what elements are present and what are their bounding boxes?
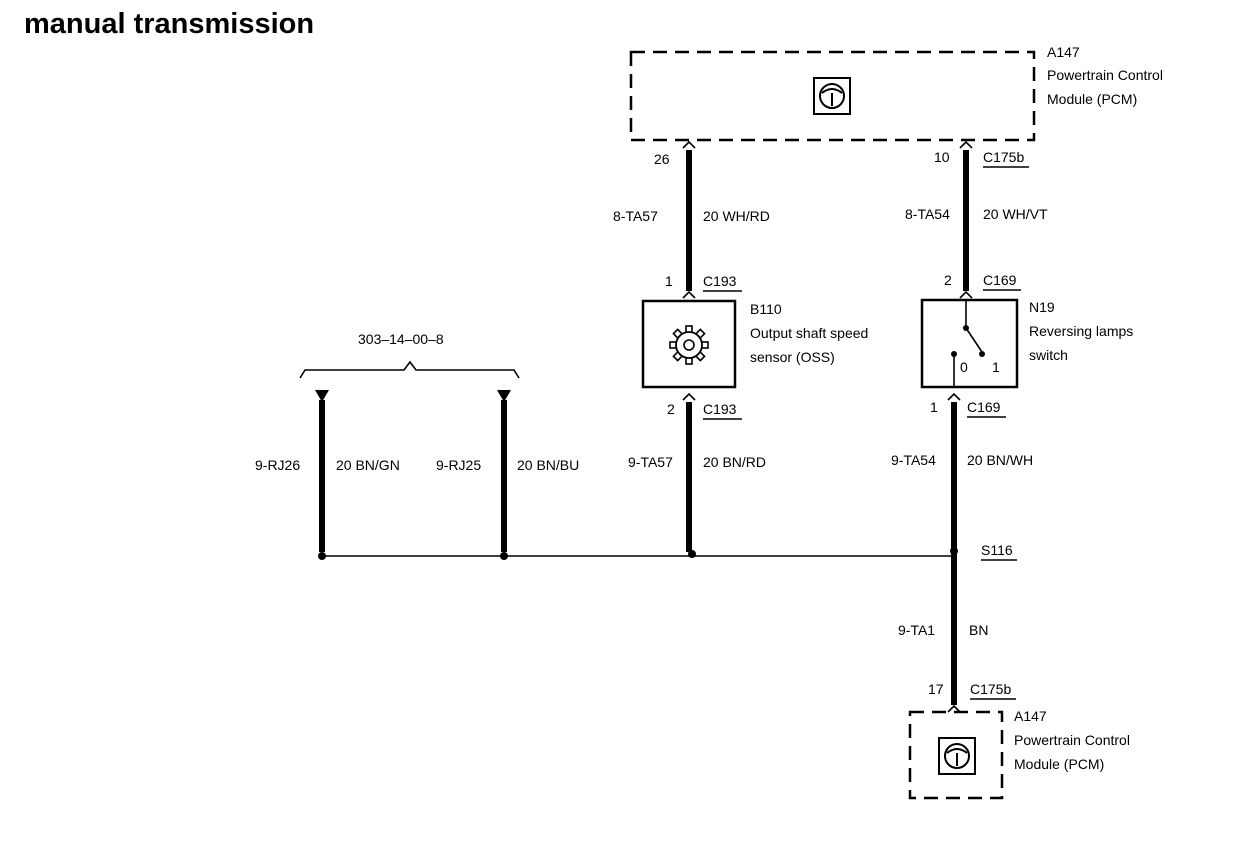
- rj26-wire-arrow: [315, 390, 329, 402]
- pcm-bottom-name-line2: Module (PCM): [1014, 756, 1104, 772]
- reference-number: 303–14–00–8: [358, 331, 444, 347]
- pcm-switch-wire-color: 20 WH/VT: [983, 206, 1048, 222]
- switch-position-1: 1: [992, 359, 1000, 375]
- pcm-bottom-module-icon: [938, 737, 976, 775]
- pcm-oss-wire-color: 20 WH/RD: [703, 208, 770, 224]
- switch-ground-wire-color: 20 BN/WH: [967, 452, 1033, 468]
- pcm-switch-connector: C169: [983, 272, 1017, 288]
- switch-pin1-connector-mark: [947, 392, 961, 401]
- splice-label: S116: [981, 542, 1013, 558]
- oss-ground-circuit: 9-TA57: [628, 454, 673, 470]
- rj25-junction-dot: [500, 552, 508, 560]
- diagram-title: manual transmission: [24, 8, 314, 40]
- switch-box: [920, 298, 1019, 389]
- switch-ground-circuit: 9-TA54: [891, 452, 936, 468]
- rj26-junction-dot: [318, 552, 326, 560]
- pcm-bottom-module-box: [908, 710, 1004, 800]
- pcm-oss-connector: C193: [703, 273, 737, 289]
- pcm-bottom-id: A147: [1014, 708, 1047, 724]
- main-ground-pin: 17: [928, 681, 944, 697]
- pcm-oss-circuit: 8-TA57: [613, 208, 658, 224]
- pcm-top-id: A147: [1047, 44, 1080, 60]
- pcm-top-name-line2: Module (PCM): [1047, 91, 1137, 107]
- rj25-wire-arrow: [497, 390, 511, 402]
- main-ground-circuit: 9-TA1: [898, 622, 935, 638]
- switch-pin2-connector-mark: [959, 290, 973, 299]
- rj25-circuit: 9-RJ25: [436, 457, 481, 473]
- rj26-circuit: 9-RJ26: [255, 457, 300, 473]
- pcm-switch-circuit: 8-TA54: [905, 206, 950, 222]
- oss-pin1-connector-mark: [682, 290, 696, 299]
- switch-ground-connector: C169: [967, 399, 1001, 415]
- oss-ground-pin: 2: [667, 401, 675, 417]
- switch-position-0: 0: [960, 359, 968, 375]
- main-ground-connector: C175b: [970, 681, 1011, 697]
- switch-ground-pin: 1: [930, 399, 938, 415]
- main-ground-wire-color: BN: [969, 622, 988, 638]
- gear-icon: [669, 325, 709, 365]
- pcm-top-module-box: [629, 50, 1036, 142]
- pcm-bottom-name-line1: Powertrain Control: [1014, 732, 1130, 748]
- oss-pin2-connector-mark: [682, 392, 696, 401]
- pcm-top-name-line1: Powertrain Control: [1047, 67, 1163, 83]
- oss-ground-connector: C193: [703, 401, 737, 417]
- pcm-switch-pcm-connector: C175b: [983, 149, 1024, 165]
- pcm-switch-pin-switch: 2: [944, 272, 952, 288]
- switch-name-line2: switch: [1029, 347, 1068, 363]
- reference-bracket: [299, 360, 520, 379]
- pcm-bottom-connector-mark: [947, 704, 961, 713]
- oss-junction-dot: [688, 550, 696, 558]
- rj25-wire-color: 20 BN/BU: [517, 457, 579, 473]
- switch-id: N19: [1029, 299, 1055, 315]
- pcm-oss-top-connector-mark: [682, 140, 696, 149]
- oss-id: B110: [750, 301, 782, 317]
- oss-name-line1: Output shaft speed: [750, 325, 868, 341]
- pcm-top-module-icon: [813, 77, 851, 115]
- oss-name-line2: sensor (OSS): [750, 349, 835, 365]
- pcm-switch-top-connector-mark: [959, 140, 973, 149]
- oss-ground-wire-color: 20 BN/RD: [703, 454, 766, 470]
- pcm-oss-pin-pcm: 26: [654, 151, 670, 167]
- switch-contact-icon: [951, 300, 985, 387]
- splice-dot: [950, 547, 958, 555]
- rj26-wire-color: 20 BN/GN: [336, 457, 400, 473]
- switch-name-line1: Reversing lamps: [1029, 323, 1133, 339]
- pcm-oss-pin-sensor: 1: [665, 273, 673, 289]
- pcm-switch-pin-pcm: 10: [934, 149, 950, 165]
